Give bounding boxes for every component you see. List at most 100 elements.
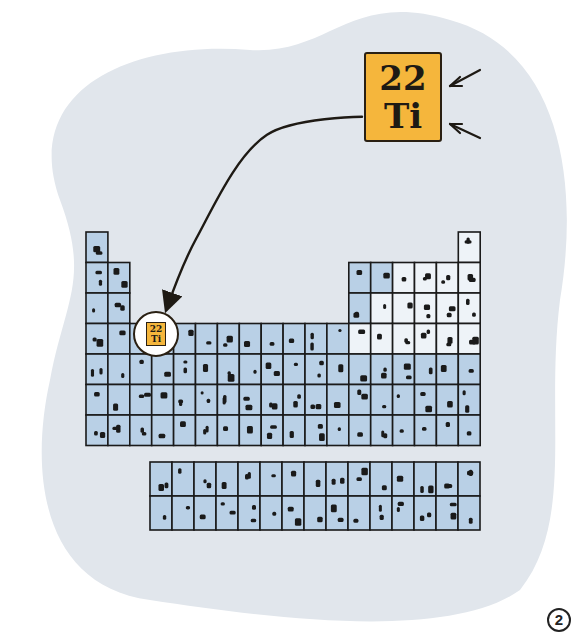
cell-mark [310,343,313,351]
cell-mark [223,343,227,346]
cell-mark [463,390,466,395]
cell-mark [420,486,424,493]
cell-mark [446,275,450,280]
element-cell [283,324,305,355]
element-symbol: Ti [374,97,432,135]
cell-mark [469,518,473,524]
cell-mark [427,513,431,518]
element-cell [349,263,371,294]
element-cell [436,324,458,355]
element-tile-small: 22Ti [146,322,167,346]
cell-mark [207,483,212,489]
cell-mark [99,368,102,375]
cell-mark [293,401,298,407]
cell-mark [449,306,456,311]
element-cell [261,415,283,446]
table-cells [86,232,480,530]
cell-mark [428,485,433,493]
element-cell [217,385,239,416]
cell-mark [221,502,225,505]
element-cell [305,324,327,355]
cell-mark [422,427,427,431]
cell-mark [446,422,450,427]
cell-mark [380,515,384,520]
cell-mark [201,391,204,394]
element-cell [239,385,261,416]
cell-mark [358,330,365,335]
cell-mark [94,431,98,436]
cell-mark [291,471,296,477]
element-cell [305,385,327,416]
cell-mark [207,399,211,403]
cell-mark [93,338,97,342]
cell-mark [272,512,276,516]
cell-mark [228,374,235,382]
cell-mark [295,518,301,526]
element-cell [393,324,415,355]
cell-mark [472,337,479,345]
cell-mark [338,329,341,332]
element-cell [86,385,108,416]
element-cell [436,354,458,385]
cell-mark [316,480,321,487]
element-cell [86,263,108,294]
cell-mark [466,237,469,243]
cell-mark [318,424,323,429]
cell-mark [179,400,182,406]
cell-mark [139,360,143,364]
element-cell [282,462,304,496]
element-cell [261,385,283,416]
element-cell [349,354,371,385]
atomic-number: 22 [374,59,432,97]
cell-mark [383,367,386,371]
cell-mark [356,477,361,481]
element-cell [261,354,283,385]
element-cell [414,496,436,530]
element-cell [196,415,218,446]
element-symbol: Ti [150,334,163,344]
element-cell [86,415,108,446]
cell-mark [316,404,322,409]
element-cell [283,385,305,416]
cell-mark [184,367,188,373]
element-cell [348,462,370,496]
element-cell [86,232,108,263]
element-cell [217,415,239,446]
cell-mark [252,505,256,510]
cell-mark [121,281,127,288]
highlight-circle: 22Ti [133,311,179,357]
element-cell [458,496,480,530]
cell-mark [338,518,344,522]
element-cell [196,385,218,416]
element-cell [327,415,349,446]
element-cell [194,496,216,530]
cell-mark [441,280,445,284]
page-number: 2 [547,608,571,632]
cell-mark [382,485,387,490]
element-cell [238,462,260,496]
element-cell [393,415,415,446]
cell-mark [140,427,144,432]
cell-mark [274,371,280,376]
element-cell [415,324,437,355]
element-cell [108,324,130,355]
element-cell [436,462,458,496]
cell-mark [405,341,410,344]
cell-mark [113,268,119,275]
cell-mark [269,403,273,408]
cell-mark [253,370,256,374]
element-cell [86,354,108,385]
element-cell [458,324,480,355]
element-cell [458,385,480,416]
cell-mark [178,468,181,473]
element-cell [415,385,437,416]
cell-mark [270,425,277,429]
cell-mark [203,479,206,483]
cell-mark [158,484,164,491]
element-cell [371,324,393,355]
cell-mark [334,402,341,408]
cell-mark [121,373,124,378]
cell-mark [383,304,386,309]
